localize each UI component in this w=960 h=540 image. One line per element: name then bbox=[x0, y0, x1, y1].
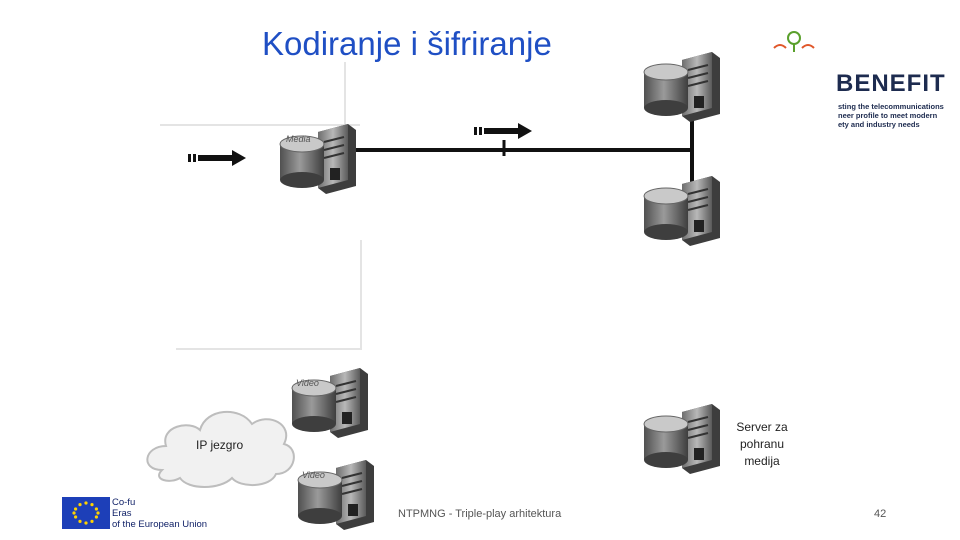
media-server-icon: Media bbox=[279, 123, 357, 195]
panel-outline-lower bbox=[176, 240, 362, 350]
server-icon bbox=[643, 51, 721, 123]
page-number: 42 bbox=[874, 508, 887, 520]
slide-title: Kodiranje i šifriranje bbox=[262, 25, 552, 62]
benefit-logo-icon bbox=[773, 31, 815, 52]
eu-flag-icon bbox=[62, 497, 110, 529]
arrow-right-icon bbox=[474, 123, 532, 139]
server-icon bbox=[643, 175, 721, 247]
benefit-logo-text: BENEFIT bbox=[836, 70, 946, 97]
benefit-logo-tagline: sting the telecommunications neer profil… bbox=[838, 102, 944, 129]
ip-core-label: IP jezgro bbox=[196, 438, 244, 452]
arrow-right-icon bbox=[188, 150, 246, 166]
video-server-text: Video bbox=[296, 378, 319, 388]
video-server-icon: Video bbox=[291, 367, 369, 439]
video-server-text: Video bbox=[302, 470, 325, 480]
storage-server-label: Server za pohranu medija bbox=[736, 420, 788, 468]
cloud-icon bbox=[146, 410, 295, 488]
storage-server-icon bbox=[643, 403, 721, 475]
panel-outline-top bbox=[160, 62, 346, 124]
panel-outline-middle bbox=[160, 124, 360, 184]
slide-footer: NTPMNG - Triple-play arhitektura bbox=[398, 508, 562, 520]
media-server-text: Media bbox=[286, 134, 311, 144]
video-server-icon: Video bbox=[297, 459, 375, 531]
eu-cofunded-text: Co-fu Eras of the European Union bbox=[112, 497, 208, 530]
